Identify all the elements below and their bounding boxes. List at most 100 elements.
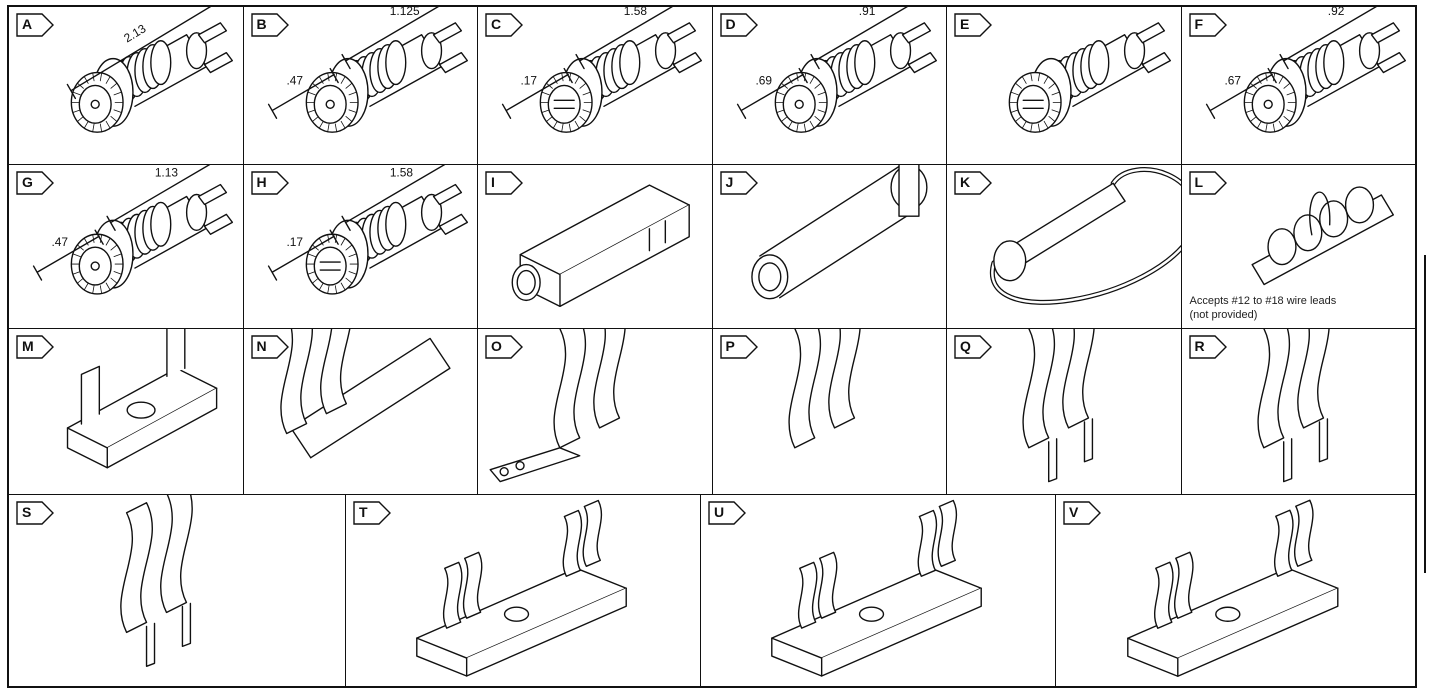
part-cell-n[interactable]: N xyxy=(244,329,478,494)
part-letter-tag: J xyxy=(719,171,760,195)
part-letter-tag: N xyxy=(250,335,291,359)
part-letter: O xyxy=(491,338,502,354)
part-letter: B xyxy=(256,16,267,32)
part-cell-o[interactable]: O xyxy=(478,329,713,494)
part-cell-i[interactable]: I xyxy=(478,165,713,328)
part-cell-e[interactable]: E xyxy=(947,7,1182,164)
part-letter-tag: I xyxy=(485,171,525,195)
part-letter-tag: V xyxy=(1063,501,1103,525)
part-letter: P xyxy=(725,338,735,354)
part-illustration xyxy=(750,165,928,300)
part-cell-s[interactable]: S xyxy=(9,495,346,686)
tag-arrow-icon xyxy=(954,335,992,359)
part-letter-tag: L xyxy=(1188,171,1229,195)
part-illustration: .17 1.58 xyxy=(267,165,468,295)
tag-arrow-icon xyxy=(16,335,54,359)
dimension-label: .91 xyxy=(858,7,875,18)
tag-arrow-icon xyxy=(954,13,992,37)
tag-arrow-icon xyxy=(485,13,523,37)
part-cell-l[interactable]: L Accepts #12 to #18 wire leads(not provi… xyxy=(1182,165,1416,328)
side-rule xyxy=(1424,255,1426,573)
part-letter-tag: R xyxy=(1188,335,1229,359)
part-cell-t[interactable]: T xyxy=(346,495,701,686)
tag-arrow-icon xyxy=(719,171,758,195)
part-illustration xyxy=(1022,329,1095,483)
part-cell-q[interactable]: Q xyxy=(947,329,1182,494)
part-illustration xyxy=(989,167,1181,305)
tag-arrow-icon xyxy=(954,171,992,195)
dimension-label: 2.13 xyxy=(121,21,148,45)
dimension-label: .69 xyxy=(755,73,772,87)
part-letter: L xyxy=(1194,174,1204,190)
part-illustration: .69 .91 xyxy=(736,7,937,133)
dimension-label: 1.58 xyxy=(389,166,413,180)
dimension-label: .67 xyxy=(1224,73,1241,87)
dimension-label: .47 xyxy=(286,73,303,87)
tag-arrow-icon xyxy=(16,501,54,525)
part-letter: A xyxy=(22,16,33,32)
tag-arrow-icon xyxy=(1188,13,1227,37)
part-letter: G xyxy=(22,174,33,190)
tag-arrow-icon xyxy=(16,171,54,195)
tag-arrow-icon xyxy=(16,13,54,37)
part-cell-a[interactable]: 2.13 A xyxy=(9,7,244,164)
part-note: Accepts #12 to #18 wire leads(not provid… xyxy=(1190,294,1337,322)
part-illustration xyxy=(787,329,861,449)
part-cell-m[interactable]: M xyxy=(9,329,244,494)
part-note-line: Accepts #12 to #18 wire leads xyxy=(1189,295,1337,307)
part-letter: S xyxy=(22,504,32,520)
part-illustration xyxy=(771,499,982,677)
part-letter: E xyxy=(960,16,970,32)
part-letter-tag: P xyxy=(719,335,760,359)
part-letter: T xyxy=(359,504,368,520)
part-cell-u[interactable]: U xyxy=(701,495,1056,686)
part-letter-tag: A xyxy=(16,13,56,37)
tag-arrow-icon xyxy=(250,13,289,37)
part-cell-j[interactable]: J xyxy=(713,165,947,328)
part-illustration xyxy=(1250,186,1394,286)
part-illustration: 2.13 xyxy=(66,7,234,133)
part-letter-tag: G xyxy=(16,171,56,195)
tag-arrow-icon xyxy=(708,501,746,525)
part-letter: N xyxy=(256,338,267,354)
part-letter-tag: S xyxy=(16,501,56,525)
dimension-label: 1.58 xyxy=(624,7,648,18)
part-illustration: .17 1.58 xyxy=(501,7,703,133)
part-cell-r[interactable]: R xyxy=(1182,329,1416,494)
tag-arrow-icon xyxy=(1188,335,1227,359)
part-letter: J xyxy=(725,174,734,190)
part-illustration xyxy=(1008,22,1172,133)
part-letter-tag: Q xyxy=(954,335,994,359)
tag-arrow-icon xyxy=(353,501,391,525)
dimension-label: .17 xyxy=(520,73,537,87)
part-illustration xyxy=(279,329,451,459)
tag-arrow-icon xyxy=(485,335,523,359)
part-illustration xyxy=(1127,499,1339,677)
dimension-label: .17 xyxy=(286,235,303,249)
tag-arrow-icon xyxy=(250,171,289,195)
part-letter-tag: T xyxy=(353,501,393,525)
tag-arrow-icon xyxy=(1188,171,1227,195)
dimension-label: 1.125 xyxy=(389,7,419,18)
part-letter-tag: M xyxy=(16,335,56,359)
part-cell-p[interactable]: P xyxy=(713,329,947,494)
dimension-label: 1.13 xyxy=(155,166,179,180)
tag-arrow-icon xyxy=(250,335,289,359)
part-letter-tag: C xyxy=(485,13,525,37)
part-letter-tag: E xyxy=(954,13,994,37)
part-cell-k[interactable]: K xyxy=(947,165,1182,328)
part-letter: H xyxy=(256,174,267,190)
tag-arrow-icon xyxy=(1063,501,1101,525)
part-cell-v[interactable]: V xyxy=(1056,495,1415,686)
part-illustration: .471.13 xyxy=(32,165,234,295)
part-illustration xyxy=(120,495,193,667)
part-illustration xyxy=(511,184,690,308)
